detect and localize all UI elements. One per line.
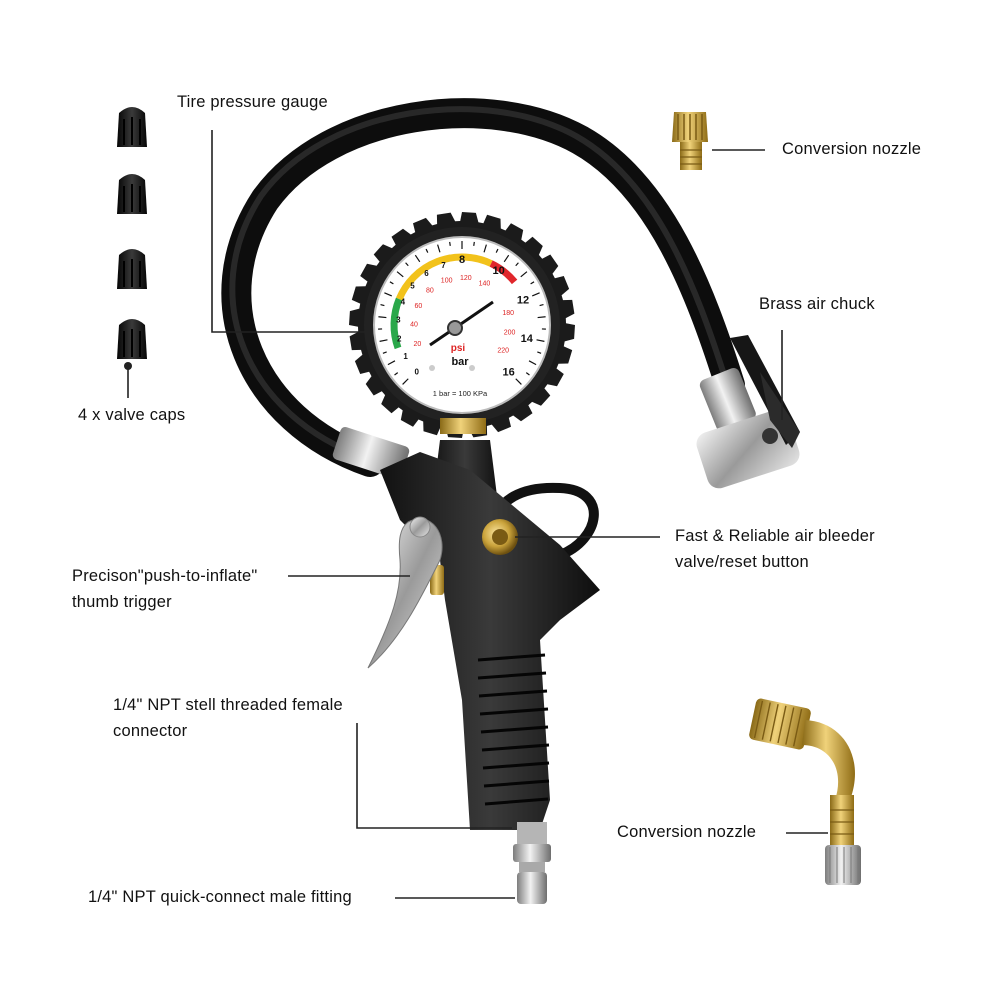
- gauge-tick: [414, 254, 421, 263]
- gauge-tick: [378, 316, 387, 319]
- gauge-tick: [473, 241, 475, 246]
- conversion-nozzle-top: [672, 112, 708, 170]
- gauge-psi-tick-label: 60: [415, 303, 423, 310]
- gauge-tick: [405, 262, 409, 267]
- gauge-bar-tick-label: 6: [424, 269, 429, 278]
- label-bleeder-valve: Fast & Reliable air bleeder valve/reset …: [675, 523, 875, 575]
- label-female-connector: 1/4" NPT stell threaded female connector: [113, 692, 343, 744]
- label-conversion-nozzle-top: Conversion nozzle: [782, 140, 922, 158]
- gauge-bar-tick-label: 12: [517, 295, 529, 307]
- gauge-tick: [495, 248, 499, 253]
- label-female-line2: connector: [113, 722, 188, 740]
- gauge-tick: [520, 271, 528, 278]
- gauge-bar-tick-label: 0: [415, 367, 420, 376]
- leader-female-connector: [356, 723, 512, 829]
- label-bleeder-line1: Fast & Reliable air bleeder: [675, 527, 875, 545]
- gauge-bar-tick-label: 7: [441, 261, 446, 270]
- label-trigger-line2: thumb trigger: [72, 593, 172, 611]
- inflator-gun-body: [380, 440, 600, 830]
- gauge-psi-tick-label: 20: [414, 341, 422, 348]
- conversion-nozzle-elbow: [749, 698, 861, 885]
- valve-cap: [117, 319, 147, 359]
- gauge-tick: [382, 351, 387, 354]
- gauge-unit-psi: psi: [451, 343, 466, 354]
- label-female-line1: 1/4" NPT stell threaded female: [113, 696, 343, 714]
- quick-connect-male-fitting: [513, 822, 551, 904]
- label-brass-air-chuck: Brass air chuck: [759, 295, 875, 313]
- gauge-tick: [387, 360, 396, 366]
- thumb-trigger: [367, 518, 443, 669]
- gauge-tick: [380, 304, 385, 307]
- gauge-tick: [530, 281, 535, 285]
- gauge-psi-tick-label: 220: [497, 348, 509, 355]
- gauge-bar-tick-label: 5: [410, 281, 415, 290]
- gauge-conversion-note: 1 bar = 100 KPa: [433, 389, 488, 398]
- gauge-bar-tick-label: 16: [503, 367, 515, 379]
- gauge-tick: [437, 244, 441, 253]
- gauge-psi-tick-label: 120: [460, 275, 472, 282]
- label-conversion-nozzle-bottom: Conversion nozzle: [617, 823, 757, 841]
- gauge-bar-tick-label: 2: [397, 334, 402, 343]
- gauge-tick: [384, 292, 393, 297]
- gauge-tick: [503, 254, 510, 263]
- gauge-tick: [515, 378, 522, 385]
- gauge-tick: [483, 244, 487, 253]
- gauge-tick: [531, 292, 540, 297]
- gauge-tick: [396, 271, 404, 278]
- valve-cap: [117, 174, 147, 214]
- gauge-psi-tick-label: 100: [441, 278, 453, 285]
- gauge-bar-tick-label: 3: [396, 316, 401, 325]
- gauge-tick: [537, 351, 542, 354]
- gauge-tick: [449, 241, 451, 246]
- gauge-tick: [525, 372, 530, 376]
- gauge-tick: [394, 372, 399, 376]
- leader-lines: [127, 130, 828, 899]
- gauge-psi-tick-label: 140: [479, 281, 491, 288]
- gauge-tick: [425, 248, 429, 253]
- valve-cap: [117, 249, 147, 289]
- label-trigger-line1: Precison"push-to-inflate": [72, 567, 258, 585]
- label-male-fitting: 1/4" NPT quick-connect male fitting: [88, 888, 352, 906]
- gauge-tick: [536, 339, 545, 342]
- valve-caps: [117, 107, 147, 359]
- gauge-psi-tick-label: 80: [426, 287, 434, 294]
- gauge-bar-tick-label: 14: [521, 333, 534, 345]
- gauge-psi-tick-label: 40: [410, 322, 418, 329]
- gauge-bar-tick-label: 1: [403, 352, 408, 361]
- leader-tire-gauge: [211, 130, 372, 333]
- gauge-bar-tick-label: 10: [493, 265, 505, 277]
- gauge-tick: [402, 378, 409, 385]
- gauge-tick: [539, 304, 544, 307]
- hose-ferrule-chuck: [699, 367, 756, 432]
- gauge-tick: [528, 360, 537, 366]
- gauge-bar-tick-label: 8: [459, 254, 465, 266]
- gauge-psi-tick-label: 200: [504, 329, 516, 336]
- label-thumb-trigger: Precison"push-to-inflate" thumb trigger: [72, 563, 257, 615]
- gauge-psi-tick-label: 180: [502, 310, 514, 317]
- gauge-tick: [379, 339, 388, 342]
- gauge-tick: [537, 316, 546, 319]
- gauge-tick: [515, 262, 519, 267]
- valve-caps-dot: [124, 362, 132, 370]
- label-tire-pressure-gauge: Tire pressure gauge: [177, 93, 328, 111]
- gauge-unit-bar: bar: [451, 356, 469, 368]
- gauge-bar-tick-label: 4: [401, 298, 406, 307]
- label-valve-caps: 4 x valve caps: [78, 406, 186, 424]
- label-bleeder-line2: valve/reset button: [675, 553, 809, 571]
- gauge-tick: [389, 281, 394, 285]
- valve-cap: [117, 107, 147, 147]
